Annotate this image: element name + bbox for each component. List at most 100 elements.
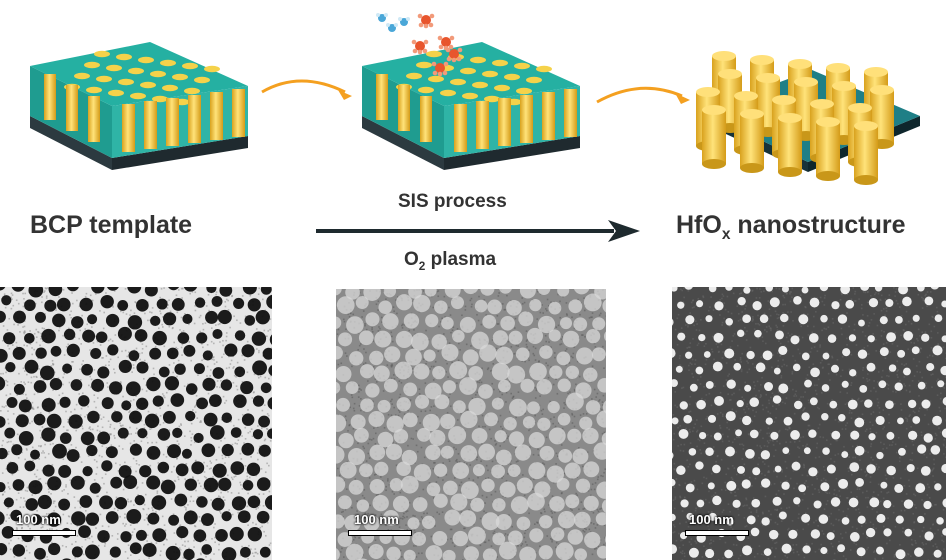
hole-top bbox=[86, 86, 102, 94]
hole-top bbox=[428, 75, 444, 83]
hfox-subscript: x bbox=[721, 226, 731, 243]
cylinder bbox=[88, 96, 100, 142]
hole-top bbox=[472, 81, 488, 89]
hole-top bbox=[194, 76, 210, 84]
precursor-icon bbox=[441, 37, 451, 47]
nanopillar bbox=[740, 114, 764, 168]
hfox-heading: HfOx nanostructure bbox=[676, 211, 905, 244]
scale-bar-3 bbox=[685, 530, 749, 536]
hole-top bbox=[160, 59, 176, 67]
hole-top bbox=[96, 75, 112, 83]
hole-top bbox=[406, 72, 422, 80]
hfox-suffix: nanostructure bbox=[730, 211, 906, 239]
scale-label-2: 100 nm bbox=[354, 512, 399, 527]
hole-top bbox=[470, 56, 486, 64]
hole-top bbox=[184, 87, 200, 95]
cylinder bbox=[454, 104, 467, 152]
template-heading: BCP template bbox=[30, 211, 193, 239]
cylinder bbox=[188, 95, 201, 143]
hole-top bbox=[108, 89, 124, 97]
plasma-suffix: plasma bbox=[425, 249, 497, 270]
hole-top bbox=[140, 81, 156, 89]
hole-top bbox=[172, 73, 188, 81]
hole-top bbox=[204, 65, 220, 73]
hole-top bbox=[182, 62, 198, 70]
hole-top bbox=[416, 61, 432, 69]
o2-prefix: O bbox=[404, 249, 419, 270]
precursor-icon bbox=[435, 63, 445, 73]
cylinder bbox=[498, 98, 511, 146]
hole-top bbox=[536, 65, 552, 73]
precursor-icon bbox=[421, 15, 431, 25]
hole-top bbox=[162, 84, 178, 92]
process-top-label: SIS process bbox=[398, 191, 507, 212]
process-bottom-label: O2 plasma bbox=[404, 249, 496, 273]
hole-top bbox=[484, 95, 500, 103]
cylinder bbox=[376, 74, 388, 120]
hole-top bbox=[482, 70, 498, 78]
hole-top bbox=[116, 53, 132, 61]
nanopillar bbox=[702, 110, 726, 164]
hole-top bbox=[152, 95, 168, 103]
sem-image-sis: 100 nm bbox=[336, 289, 606, 560]
hole-top bbox=[494, 84, 510, 92]
hole-top bbox=[426, 50, 442, 58]
arrow-2-head bbox=[675, 93, 690, 104]
cylinder bbox=[476, 101, 489, 149]
nanopillar bbox=[854, 126, 878, 180]
hole-top bbox=[106, 64, 122, 72]
hole-top bbox=[74, 72, 90, 80]
hfox-prefix: HfO bbox=[676, 211, 722, 239]
hole-top bbox=[450, 78, 466, 86]
scale-label-3: 100 nm bbox=[689, 512, 734, 527]
hole-top bbox=[118, 78, 134, 86]
sem-image-template: 100 nm bbox=[0, 287, 272, 560]
hole-top bbox=[516, 87, 532, 95]
scale-label-1: 100 nm bbox=[16, 512, 61, 527]
hole-top bbox=[504, 73, 520, 81]
precursor-icon bbox=[415, 41, 425, 51]
hole-top bbox=[440, 89, 456, 97]
hole-top bbox=[492, 59, 508, 67]
hole-top bbox=[138, 56, 154, 64]
nanopillar bbox=[816, 122, 840, 176]
arrow-1 bbox=[261, 79, 346, 94]
cylinder bbox=[520, 95, 533, 143]
hole-top bbox=[94, 50, 110, 58]
scale-bar-1 bbox=[12, 530, 76, 536]
sis-cylinders bbox=[376, 74, 577, 152]
water-icon bbox=[378, 14, 386, 22]
hole-top bbox=[514, 62, 530, 70]
hfox-pillars bbox=[696, 51, 894, 185]
cylinder bbox=[166, 98, 179, 146]
cylinder bbox=[122, 104, 135, 152]
arrow-1-head bbox=[338, 90, 352, 100]
bcp-template-cylinders bbox=[44, 74, 245, 152]
cylinder bbox=[398, 85, 410, 131]
hole-top bbox=[84, 61, 100, 69]
hole-top bbox=[150, 70, 166, 78]
cylinder bbox=[232, 89, 245, 137]
o2-subscript: 2 bbox=[418, 259, 426, 273]
hole-top bbox=[462, 92, 478, 100]
hole-top bbox=[460, 67, 476, 75]
process-arrow bbox=[316, 220, 640, 242]
hole-top bbox=[128, 67, 144, 75]
precursor-molecules bbox=[376, 13, 463, 77]
sem-image-hfox: 100 nm bbox=[672, 287, 946, 560]
cylinder bbox=[44, 74, 56, 120]
precursor-icon bbox=[449, 49, 459, 59]
scale-bar-2 bbox=[348, 530, 412, 536]
hole-top bbox=[526, 76, 542, 84]
schematic-row bbox=[30, 13, 920, 185]
cylinder bbox=[542, 92, 555, 140]
cylinder bbox=[66, 85, 78, 131]
arrow-2 bbox=[596, 86, 683, 104]
water-icon bbox=[400, 18, 408, 26]
cylinder bbox=[210, 92, 223, 140]
water-icon bbox=[388, 24, 396, 32]
cylinder bbox=[144, 101, 157, 149]
hole-top bbox=[130, 92, 146, 100]
cylinder bbox=[564, 89, 577, 137]
cylinder bbox=[420, 96, 432, 142]
